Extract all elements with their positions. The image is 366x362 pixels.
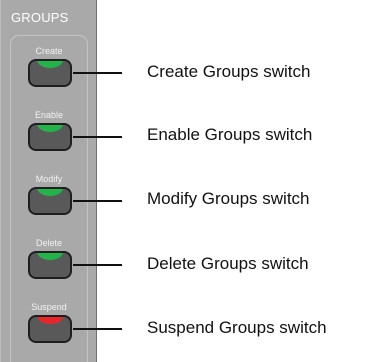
create-led-indicator xyxy=(37,61,63,68)
callout-line-enable xyxy=(73,136,122,138)
callout-line-create xyxy=(73,72,122,74)
enable-groups-switch[interactable] xyxy=(28,123,72,151)
switch-label-delete: Delete xyxy=(35,238,62,248)
switch-group-frame xyxy=(10,35,88,362)
switch-label-modify: Modify xyxy=(35,174,63,184)
callout-delete: Delete Groups switch xyxy=(147,254,309,273)
suspend-groups-switch[interactable] xyxy=(28,315,72,343)
callout-modify: Modify Groups switch xyxy=(147,189,310,208)
callout-create: Create Groups switch xyxy=(147,62,311,81)
suspend-led-indicator xyxy=(37,317,63,324)
delete-groups-switch[interactable] xyxy=(28,251,72,279)
callout-suspend: Suspend Groups switch xyxy=(147,318,327,337)
create-groups-switch[interactable] xyxy=(28,59,72,87)
enable-led-indicator xyxy=(37,125,63,132)
switch-label-enable: Enable xyxy=(34,110,64,120)
modify-groups-switch[interactable] xyxy=(28,187,72,215)
switch-label-suspend: Suspend xyxy=(31,302,67,312)
callout-line-modify xyxy=(73,200,122,202)
modify-led-indicator xyxy=(37,189,63,196)
delete-led-indicator xyxy=(37,253,63,260)
callout-line-delete xyxy=(73,264,122,266)
switch-label-create: Create xyxy=(35,46,63,56)
callout-enable: Enable Groups switch xyxy=(147,125,313,144)
panel-title: GROUPS xyxy=(11,10,69,25)
groups-panel: GROUPS Create Enable Modify Delete Suspe… xyxy=(0,0,97,362)
callout-line-suspend xyxy=(73,328,122,330)
